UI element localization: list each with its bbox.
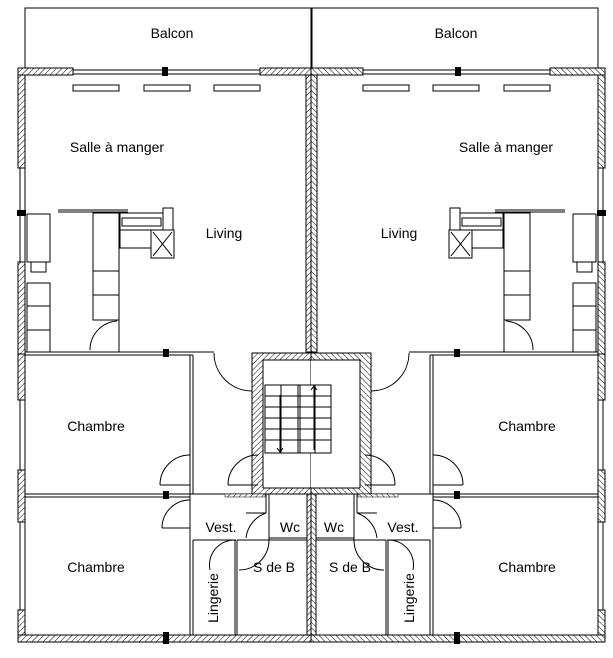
room-label-bedroom: Chambre bbox=[67, 559, 125, 575]
room-label-living: Living bbox=[206, 225, 243, 241]
stair-down-arrow-icon bbox=[276, 395, 284, 453]
staircase bbox=[264, 384, 332, 454]
room-label-balcony: Balcon bbox=[151, 25, 194, 41]
room-label-bathroom: S de B bbox=[253, 559, 295, 575]
room-label-bedroom: Chambre bbox=[498, 559, 556, 575]
room-label-dining: Salle à manger bbox=[459, 139, 554, 155]
room-label-living: Living bbox=[381, 225, 418, 241]
room-label-linen: Lingerie bbox=[401, 573, 417, 623]
room-label-bedroom: Chambre bbox=[67, 418, 125, 434]
right-unit bbox=[310, 7, 607, 645]
room-label-linen: Lingerie bbox=[205, 573, 221, 623]
stair-up-arrow-icon bbox=[310, 385, 318, 450]
room-label-vestibule: Vest. bbox=[205, 519, 236, 535]
room-label-dining: Salle à manger bbox=[70, 139, 165, 155]
room-label-bedroom: Chambre bbox=[498, 418, 556, 434]
room-label-balcony: Balcon bbox=[435, 25, 478, 41]
left-unit bbox=[16, 7, 313, 645]
room-label-wc: Wc bbox=[324, 519, 344, 535]
room-label-bathroom: S de B bbox=[329, 559, 371, 575]
room-label-vestibule: Vest. bbox=[387, 519, 418, 535]
room-label-wc: Wc bbox=[280, 519, 300, 535]
